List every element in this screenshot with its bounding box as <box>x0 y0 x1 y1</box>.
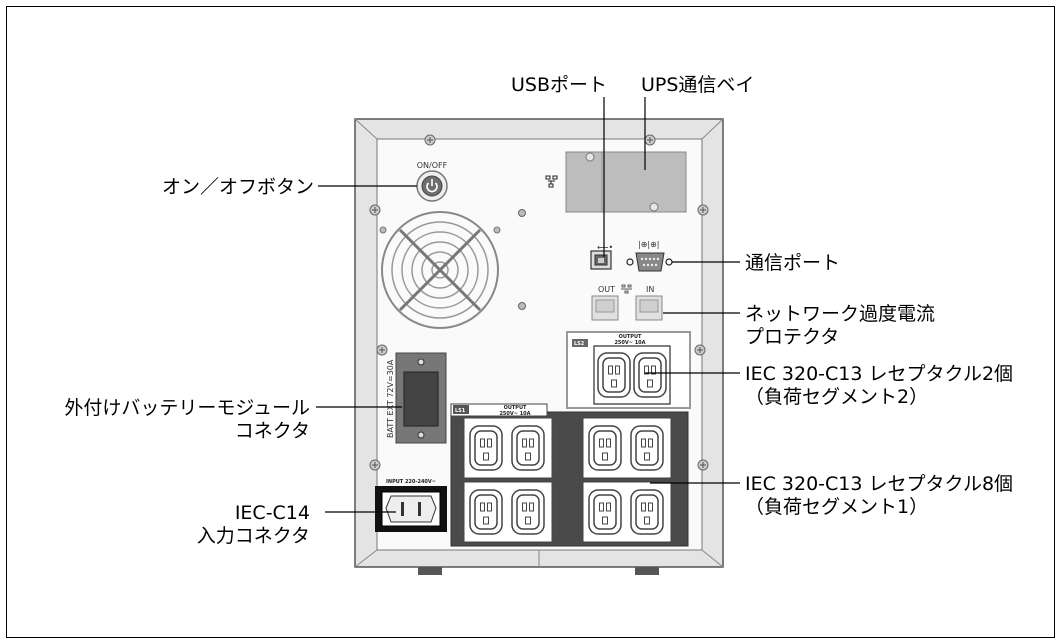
outlet[interactable] <box>630 425 664 471</box>
batt-ext-text: BATT EXT 72V=30A <box>386 359 395 438</box>
power-button[interactable]: ON/OFF <box>416 161 448 202</box>
on-off-text: ON/OFF <box>417 161 448 170</box>
leader-lines <box>316 97 740 513</box>
outlet[interactable] <box>597 352 631 398</box>
usb-icon: ⟵• <box>597 243 613 252</box>
ls2-output-text: OUTPUT <box>619 334 642 340</box>
input-label-1: IEC-C14 <box>235 502 310 524</box>
outlet[interactable] <box>511 425 545 471</box>
callout-labels: USBポート UPS通信ベイ オン／オフボタン 通信ポート ネットワーク過度電流… <box>64 74 1013 547</box>
receptacle8-label-2: （負荷セグメント1） <box>745 496 928 518</box>
ls1-output-text: OUTPUT <box>504 405 527 411</box>
fan-grille <box>379 211 501 329</box>
ls2-rating-text: 250V~ 10A <box>614 340 645 346</box>
receptacle-group-ls2: LS2 OUTPUT 250V~ 10A <box>566 331 691 409</box>
serial-icon: |⊕|⊕| <box>638 240 660 249</box>
receptacle2-label-2: （負荷セグメント2） <box>745 386 928 408</box>
ups-communication-bay <box>545 151 687 213</box>
external-battery-connector[interactable]: BATT EXT 72V=30A <box>386 352 447 444</box>
input-label-2: 入力コネクタ <box>197 525 310 547</box>
network-protector-label-1: ネットワーク過度電流 <box>745 303 935 325</box>
outlet[interactable] <box>588 489 622 535</box>
out-text: OUT <box>598 285 615 294</box>
usb-port[interactable]: ⟵• <box>590 243 613 270</box>
receptacle8-label-1: IEC 320-C13 レセプタクル8個 <box>745 473 1013 495</box>
usb-port-label: USBポート <box>511 74 607 96</box>
network-icon <box>621 284 632 294</box>
outlet[interactable] <box>633 352 667 398</box>
outlet[interactable] <box>469 425 503 471</box>
outlet[interactable] <box>630 489 664 535</box>
power-icon <box>426 182 438 193</box>
network-surge-protector[interactable]: OUT IN <box>591 284 663 321</box>
outlet[interactable] <box>511 489 545 535</box>
external-battery-label-2: コネクタ <box>235 420 310 442</box>
serial-communication-port[interactable]: |⊕|⊕| <box>626 240 673 272</box>
comm-port-label: 通信ポート <box>745 252 840 274</box>
outlet[interactable] <box>469 489 503 535</box>
ups-bay-label: UPS通信ベイ <box>641 74 754 96</box>
input-rating-text: INPUT 220-240V~ <box>386 479 436 485</box>
ls1-rating-text: 250V~ 10A <box>499 411 530 417</box>
receptacle2-label-1: IEC 320-C13 レセプタクル2個 <box>745 363 1013 385</box>
ls2-text: LS2 <box>574 341 585 347</box>
in-text: IN <box>646 285 654 294</box>
receptacle-group-ls1: LS1 OUTPUT 250V~ 10A <box>450 403 689 547</box>
ac-input-connector[interactable]: INPUT 220-240V~ <box>375 479 447 532</box>
power-button-label: オン／オフボタン <box>162 176 314 198</box>
network-icon <box>545 175 558 188</box>
external-battery-label-1: 外付けバッテリーモジュール <box>64 397 310 419</box>
outlet[interactable] <box>588 425 622 471</box>
figure-border <box>6 6 1055 638</box>
ls1-text: LS1 <box>455 408 466 414</box>
network-protector-label-2: プロテクタ <box>745 326 839 348</box>
